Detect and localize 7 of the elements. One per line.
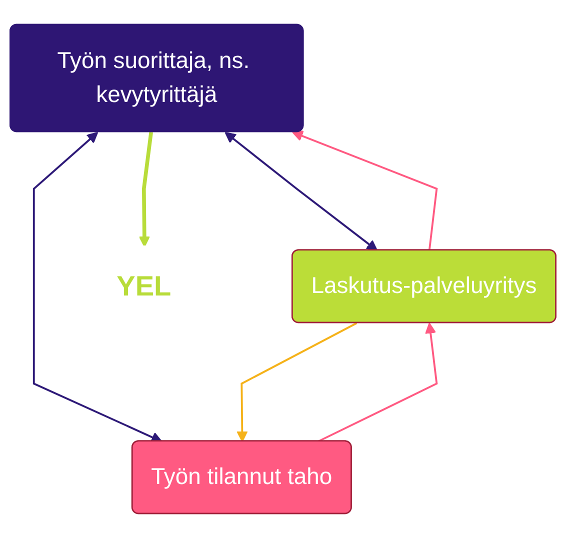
arrow <box>292 130 438 251</box>
arrow <box>224 132 378 252</box>
arrow <box>32 132 162 442</box>
arrow <box>236 322 358 442</box>
arrow <box>138 132 154 248</box>
node-text: YEL <box>116 270 172 302</box>
arrow <box>318 322 438 442</box>
